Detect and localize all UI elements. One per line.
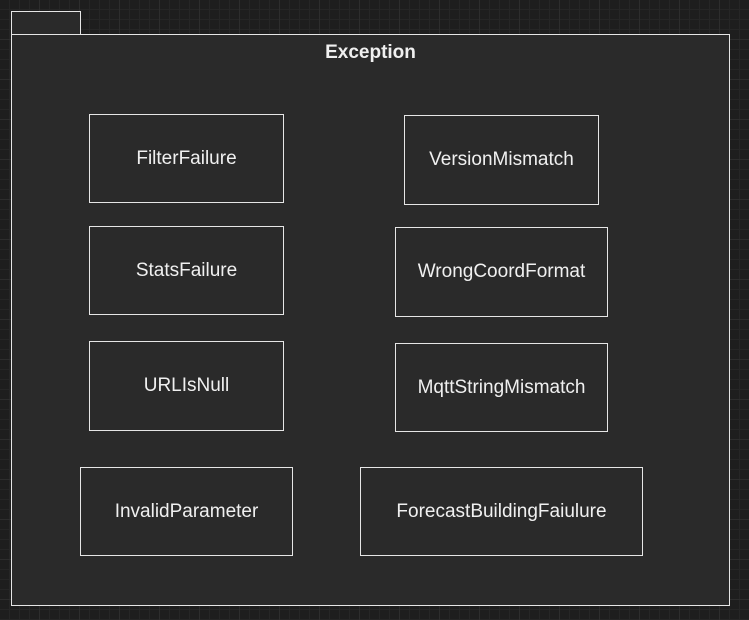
class-forecast-building-failure[interactable]: ForecastBuildingFaiulure xyxy=(360,467,643,556)
class-label: ForecastBuildingFaiulure xyxy=(396,500,607,522)
class-stats-failure[interactable]: StatsFailure xyxy=(89,226,284,315)
class-label: WrongCoordFormat xyxy=(417,261,586,282)
class-url-is-null[interactable]: URLIsNull xyxy=(89,341,284,431)
class-filter-failure[interactable]: FilterFailure xyxy=(89,114,284,203)
class-invalid-parameter[interactable]: InvalidParameter xyxy=(80,467,293,556)
package-tab[interactable] xyxy=(11,11,81,35)
class-label: MqttStringMismatch xyxy=(417,376,586,398)
class-mqtt-string-mismatch[interactable]: MqttStringMismatch xyxy=(395,343,608,432)
class-version-mismatch[interactable]: VersionMismatch xyxy=(404,115,599,205)
class-label: StatsFailure xyxy=(135,259,238,281)
class-label: FilterFailure xyxy=(136,147,237,169)
class-label: InvalidParameter xyxy=(114,500,259,522)
package-title: Exception xyxy=(325,42,416,63)
class-wrong-coord-format[interactable]: WrongCoordFormat xyxy=(395,227,608,317)
class-label: URLIsNull xyxy=(143,375,230,396)
class-label: VersionMismatch xyxy=(429,149,574,170)
